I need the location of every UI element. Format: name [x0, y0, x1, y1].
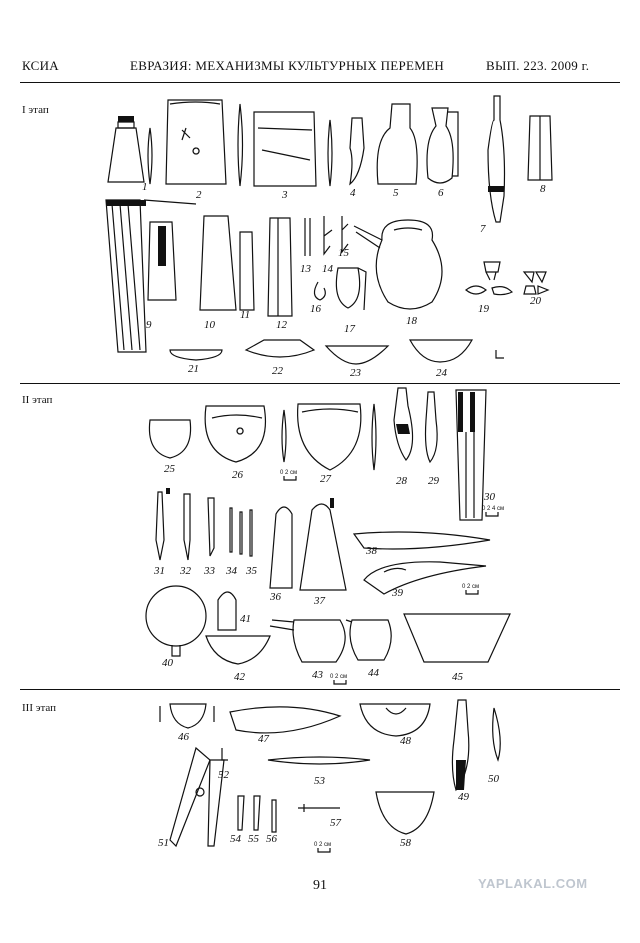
figure-number-55: 55 [248, 833, 260, 845]
figure-number-22: 22 [272, 365, 284, 377]
figure-number-9: 9 [146, 319, 152, 331]
stage-3-label: III этап [22, 702, 57, 714]
scale-label-26: 0 2 см [280, 470, 297, 476]
page-number: 91 [313, 878, 327, 893]
header-rule [20, 82, 620, 83]
figure-number-32: 32 [179, 565, 192, 577]
figure-number-7: 7 [480, 223, 486, 235]
artifact-group-stage-1 [105, 95, 553, 365]
stage-1-label: I этап [22, 104, 49, 116]
figure-number-8: 8 [540, 183, 546, 195]
figure-number-11: 11 [240, 309, 250, 321]
figure-number-38: 38 [365, 545, 378, 557]
figure-number-48: 48 [400, 735, 412, 747]
figure-number-13: 13 [300, 263, 312, 275]
figure-number-6: 6 [438, 187, 444, 199]
figure-number-26: 26 [232, 469, 244, 481]
figure-number-4: 4 [350, 187, 356, 199]
figure-number-50: 50 [488, 773, 500, 785]
figure-number-58: 58 [400, 837, 412, 849]
figure-number-37: 37 [313, 595, 326, 607]
issue-info: ВЫП. 223. 2009 г. [486, 58, 590, 73]
figure-number-53: 53 [314, 775, 326, 787]
figure-number-41: 41 [240, 613, 251, 625]
figure-number-14: 14 [322, 263, 334, 275]
figure-number-42: 42 [234, 671, 246, 683]
figure-number-51: 51 [158, 837, 169, 849]
artifact-group-stage-2 [145, 387, 511, 665]
running-header: КСИА ЕВРАЗИЯ: МЕХАНИЗМЫ КУЛЬТУРНЫХ ПЕРЕМ… [0, 58, 640, 80]
figure-number-43: 43 [312, 669, 324, 681]
figure-number-24: 24 [436, 367, 448, 379]
figure-number-45: 45 [452, 671, 464, 683]
stage-2-label: II этап [22, 394, 53, 406]
figure-number-5: 5 [393, 187, 399, 199]
figure-number-21: 21 [188, 363, 199, 375]
figure-number-31: 31 [153, 565, 165, 577]
scale-label-57: 0 2 см [314, 842, 331, 848]
figure-numbers-stage-1: 1 2 3 4 5 6 7 8 9 10 11 12 13 14 15 16 1… [142, 181, 546, 379]
figure-number-47: 47 [258, 733, 270, 745]
figure-number-1: 1 [142, 181, 148, 193]
figure-number-35: 35 [245, 565, 258, 577]
figure-number-56: 56 [266, 833, 278, 845]
figure-number-29: 29 [428, 475, 440, 487]
figure-number-23: 23 [350, 367, 362, 379]
figure-numbers-stage-3: 46 47 48 49 50 51 52 53 54 55 56 57 58 [158, 731, 500, 849]
figure-number-18: 18 [406, 315, 418, 327]
figure-number-52: 52 [218, 769, 230, 781]
scale-bars: 0 2 см 0 2 4 см 0 2 см 0 2 см 0 2 см [280, 470, 504, 853]
stage-divider-2 [20, 689, 620, 690]
scale-label-30: 0 2 4 см [482, 506, 504, 512]
figure-number-54: 54 [230, 833, 242, 845]
figure-number-46: 46 [178, 731, 190, 743]
figure-number-44: 44 [368, 667, 380, 679]
journal-abbrev: КСИА [22, 58, 59, 73]
figure-number-15: 15 [338, 247, 350, 259]
figure-number-57: 57 [330, 817, 342, 829]
scale-label-43: 0 2 см [330, 674, 347, 680]
figure-number-16: 16 [310, 303, 322, 315]
figure-number-20: 20 [530, 295, 542, 307]
figure-number-39: 39 [391, 587, 404, 599]
artifact-group-stage-3 [159, 699, 501, 848]
scale-label-39: 0 2 см [462, 584, 479, 590]
series-title: ЕВРАЗИЯ: МЕХАНИЗМЫ КУЛЬТУРНЫХ ПЕРЕМЕН [130, 58, 445, 73]
figure-number-36: 36 [269, 591, 282, 603]
stage-divider-1 [20, 383, 620, 384]
figure-number-10: 10 [204, 319, 216, 331]
figure-number-40: 40 [162, 657, 174, 669]
figure-number-12: 12 [276, 319, 288, 331]
figure-number-19: 19 [478, 303, 490, 315]
watermark: YAPLAKAL.COM [478, 876, 588, 891]
figure-number-27: 27 [320, 473, 332, 485]
figure-numbers-stage-2: 25 26 27 28 29 30 31 32 33 34 35 36 37 3… [153, 463, 496, 683]
figure-number-3: 3 [281, 189, 288, 201]
figure-number-28: 28 [396, 475, 408, 487]
figure-number-49: 49 [458, 791, 470, 803]
figure-number-25: 25 [164, 463, 176, 475]
figure-number-17: 17 [344, 323, 356, 335]
figure-number-34: 34 [225, 565, 238, 577]
figure-number-2: 2 [196, 189, 202, 201]
figure-number-30: 30 [483, 491, 496, 503]
figure-number-33: 33 [203, 565, 216, 577]
